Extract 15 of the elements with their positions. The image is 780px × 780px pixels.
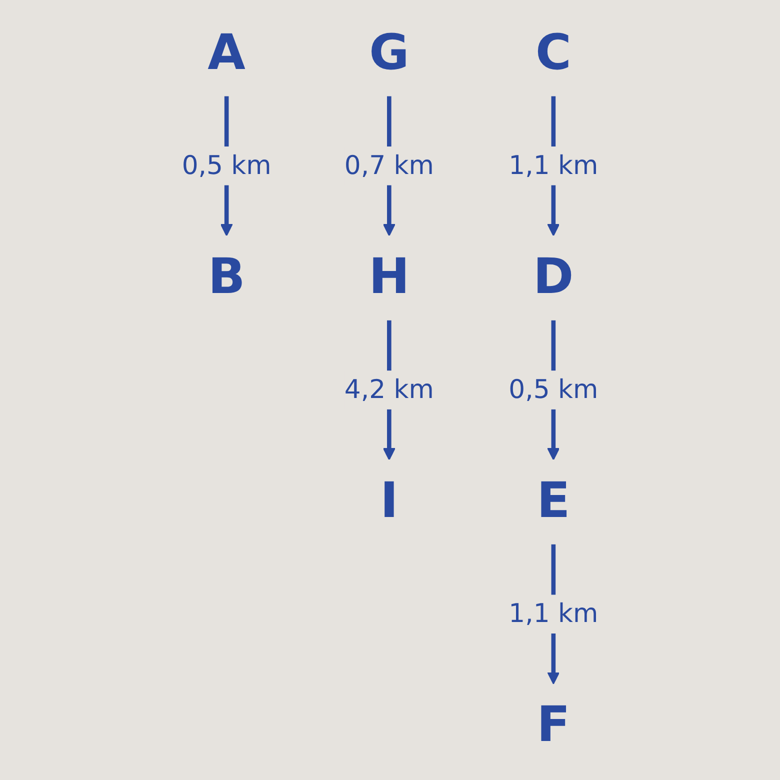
edge-label: 0,5 km (508, 374, 598, 406)
node-text: A (208, 24, 246, 82)
edge-label: 1,1 km (508, 150, 598, 181)
edge-label: 1,1 km (508, 599, 598, 630)
edge-label: 0,7 km (344, 150, 434, 181)
edge-label: 0,5 km (182, 150, 272, 181)
node-text: E (536, 472, 570, 530)
node-text: G (369, 24, 410, 82)
node-text: F (536, 696, 570, 754)
node-text: H (368, 248, 410, 306)
node-text: B (208, 248, 246, 306)
node-text: C (536, 24, 572, 82)
node-text: I (380, 472, 398, 530)
node-text: D (533, 248, 574, 306)
edge-label: 4,2 km (344, 374, 434, 406)
